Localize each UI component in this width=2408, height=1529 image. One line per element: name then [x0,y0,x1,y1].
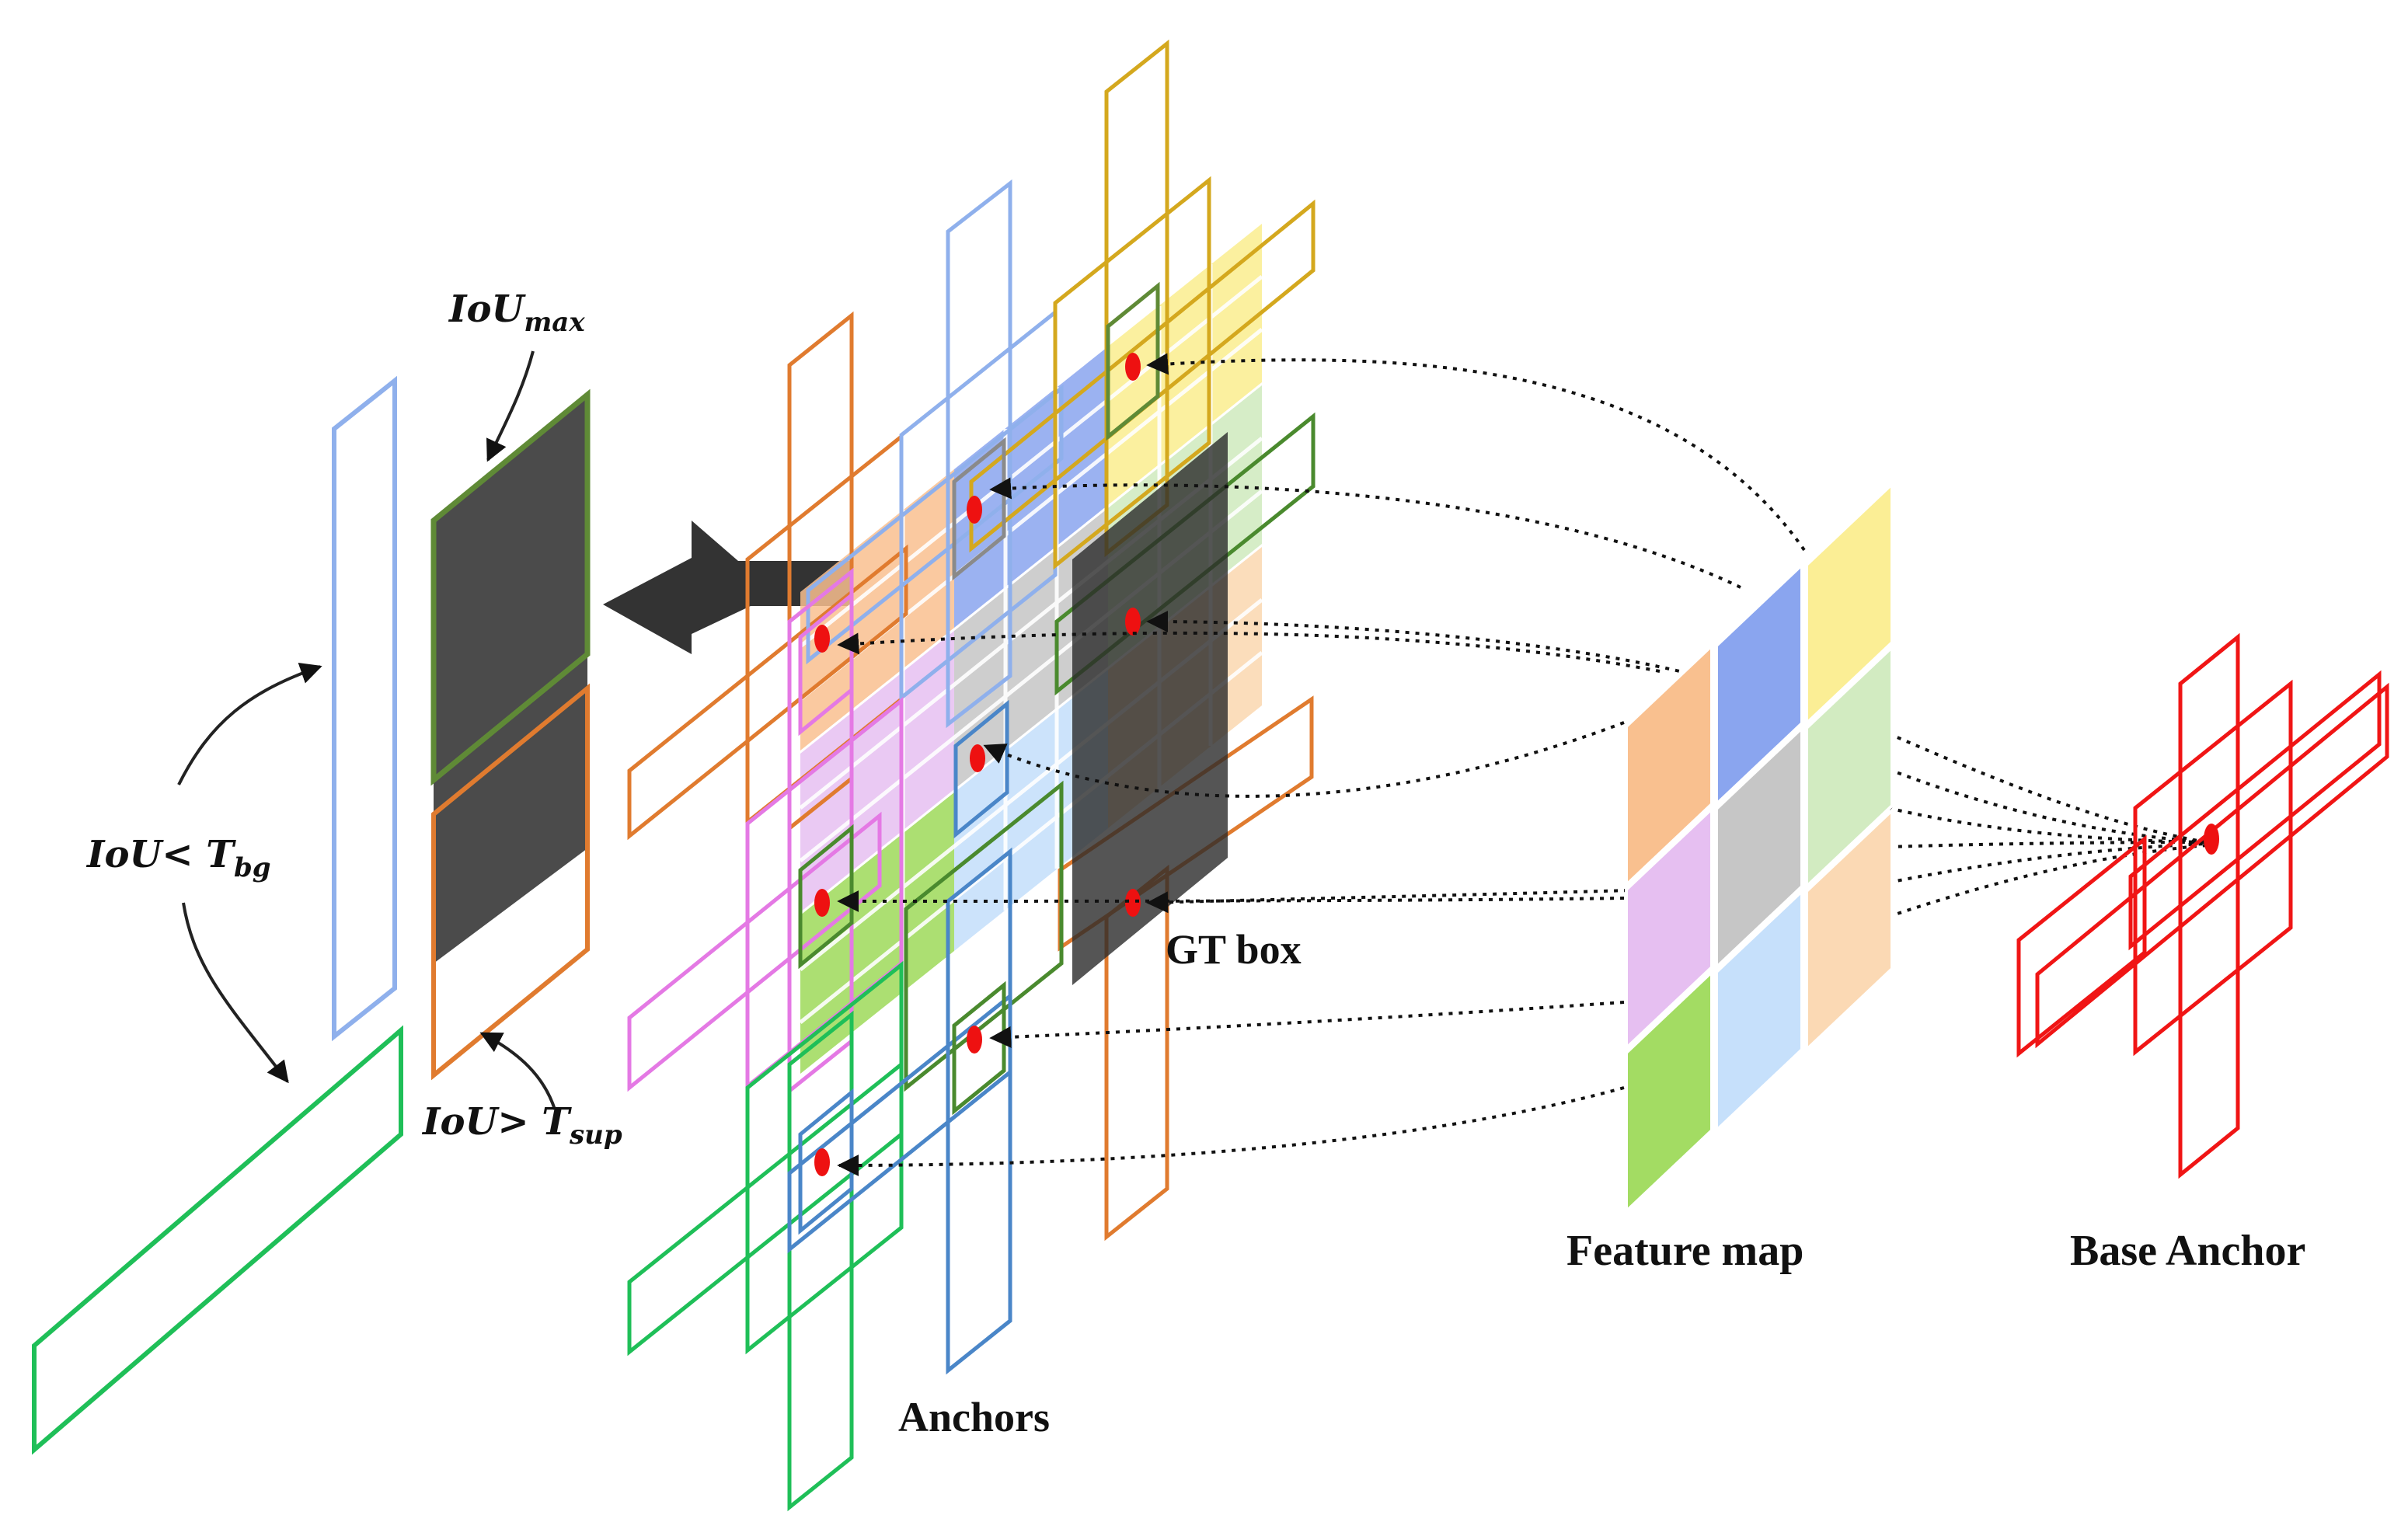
red-dot-icon [970,744,985,772]
red-dot-icon [814,889,830,917]
anchor-box [953,699,1009,839]
base-anchor: Base Anchor [2016,632,2389,1275]
bg-anchor-blue [332,375,397,1042]
iou-bg-label: IoU< Tbg [85,833,271,883]
pointer-arrow-bg-down [182,902,289,1084]
anchor-box [798,590,854,737]
feature-map-cells [1625,480,1894,1215]
anchor-box [904,780,1064,1092]
feature-map-cell [1625,642,1713,889]
bg-anchor-green [32,1025,403,1455]
feature-map-cell [1805,480,1894,727]
feature-map-label: Feature map [1566,1227,1803,1275]
anchor-box [969,199,1316,553]
feature-map-cell [1805,806,1894,1054]
feature-map-cell [1625,968,1713,1215]
anchor-grid: GT box Anchors [627,39,1316,1512]
red-dot-icon [967,496,982,524]
anchor-box [952,437,1006,581]
base-anchor-label: Base Anchor [2070,1227,2305,1275]
anchor-box [1106,281,1160,441]
feature-map-cell [1715,561,1803,808]
feature-map-cell [1805,643,1894,890]
red-dot-icon [814,1148,830,1176]
red-dot-icon [2204,824,2219,855]
feature-map-cell [1715,887,1803,1134]
block-arrow-left-icon [603,521,852,654]
feature-map-cell [1625,805,1713,1052]
pointer-arrow-bg-up [177,663,322,785]
suppressed-anchor [431,683,590,1081]
max-iou-anchor [430,388,591,786]
anchor-box [787,991,1012,1254]
red-dot-icon [1125,889,1141,917]
anchor-box [946,847,1012,1375]
anchor-centers [814,353,1141,1176]
red-dot-icon [1125,608,1141,636]
anchor-box [627,544,908,841]
anchor-box [1053,176,1211,570]
gt-box-label: GT box [1166,926,1302,973]
gt-box [1072,432,1228,985]
anchor-box [798,1088,854,1235]
feature-map: Feature map [1566,480,1894,1275]
anchor-box [787,1010,854,1512]
anchor-box [627,811,882,1092]
feature-map-cell [1715,724,1803,971]
anchors-label: Anchors [898,1394,1050,1440]
iou-selection-group: IoUmax IoU< Tbg IoU> Tsup [32,287,622,1455]
anchor-box [798,824,854,970]
mapping-arrows [837,353,2208,1176]
pointer-arrow-iou-max [486,350,535,462]
anchor-box [952,980,1006,1116]
pointer-arrow-iou-sup [479,1032,556,1110]
anchor-box [946,179,1012,729]
anchor-box [745,960,904,1355]
red-dot-icon [967,1026,982,1054]
red-dot-icon [1125,353,1141,381]
iou-overlap-region [434,395,587,963]
anchor-box [806,384,1064,665]
iou-max-label: IoUmax [448,287,585,338]
iou-sup-label: IoU> Tsup [421,1100,622,1151]
red-dot-icon [814,625,830,653]
anchor-box [899,308,1058,702]
anchor-box [627,1060,904,1357]
